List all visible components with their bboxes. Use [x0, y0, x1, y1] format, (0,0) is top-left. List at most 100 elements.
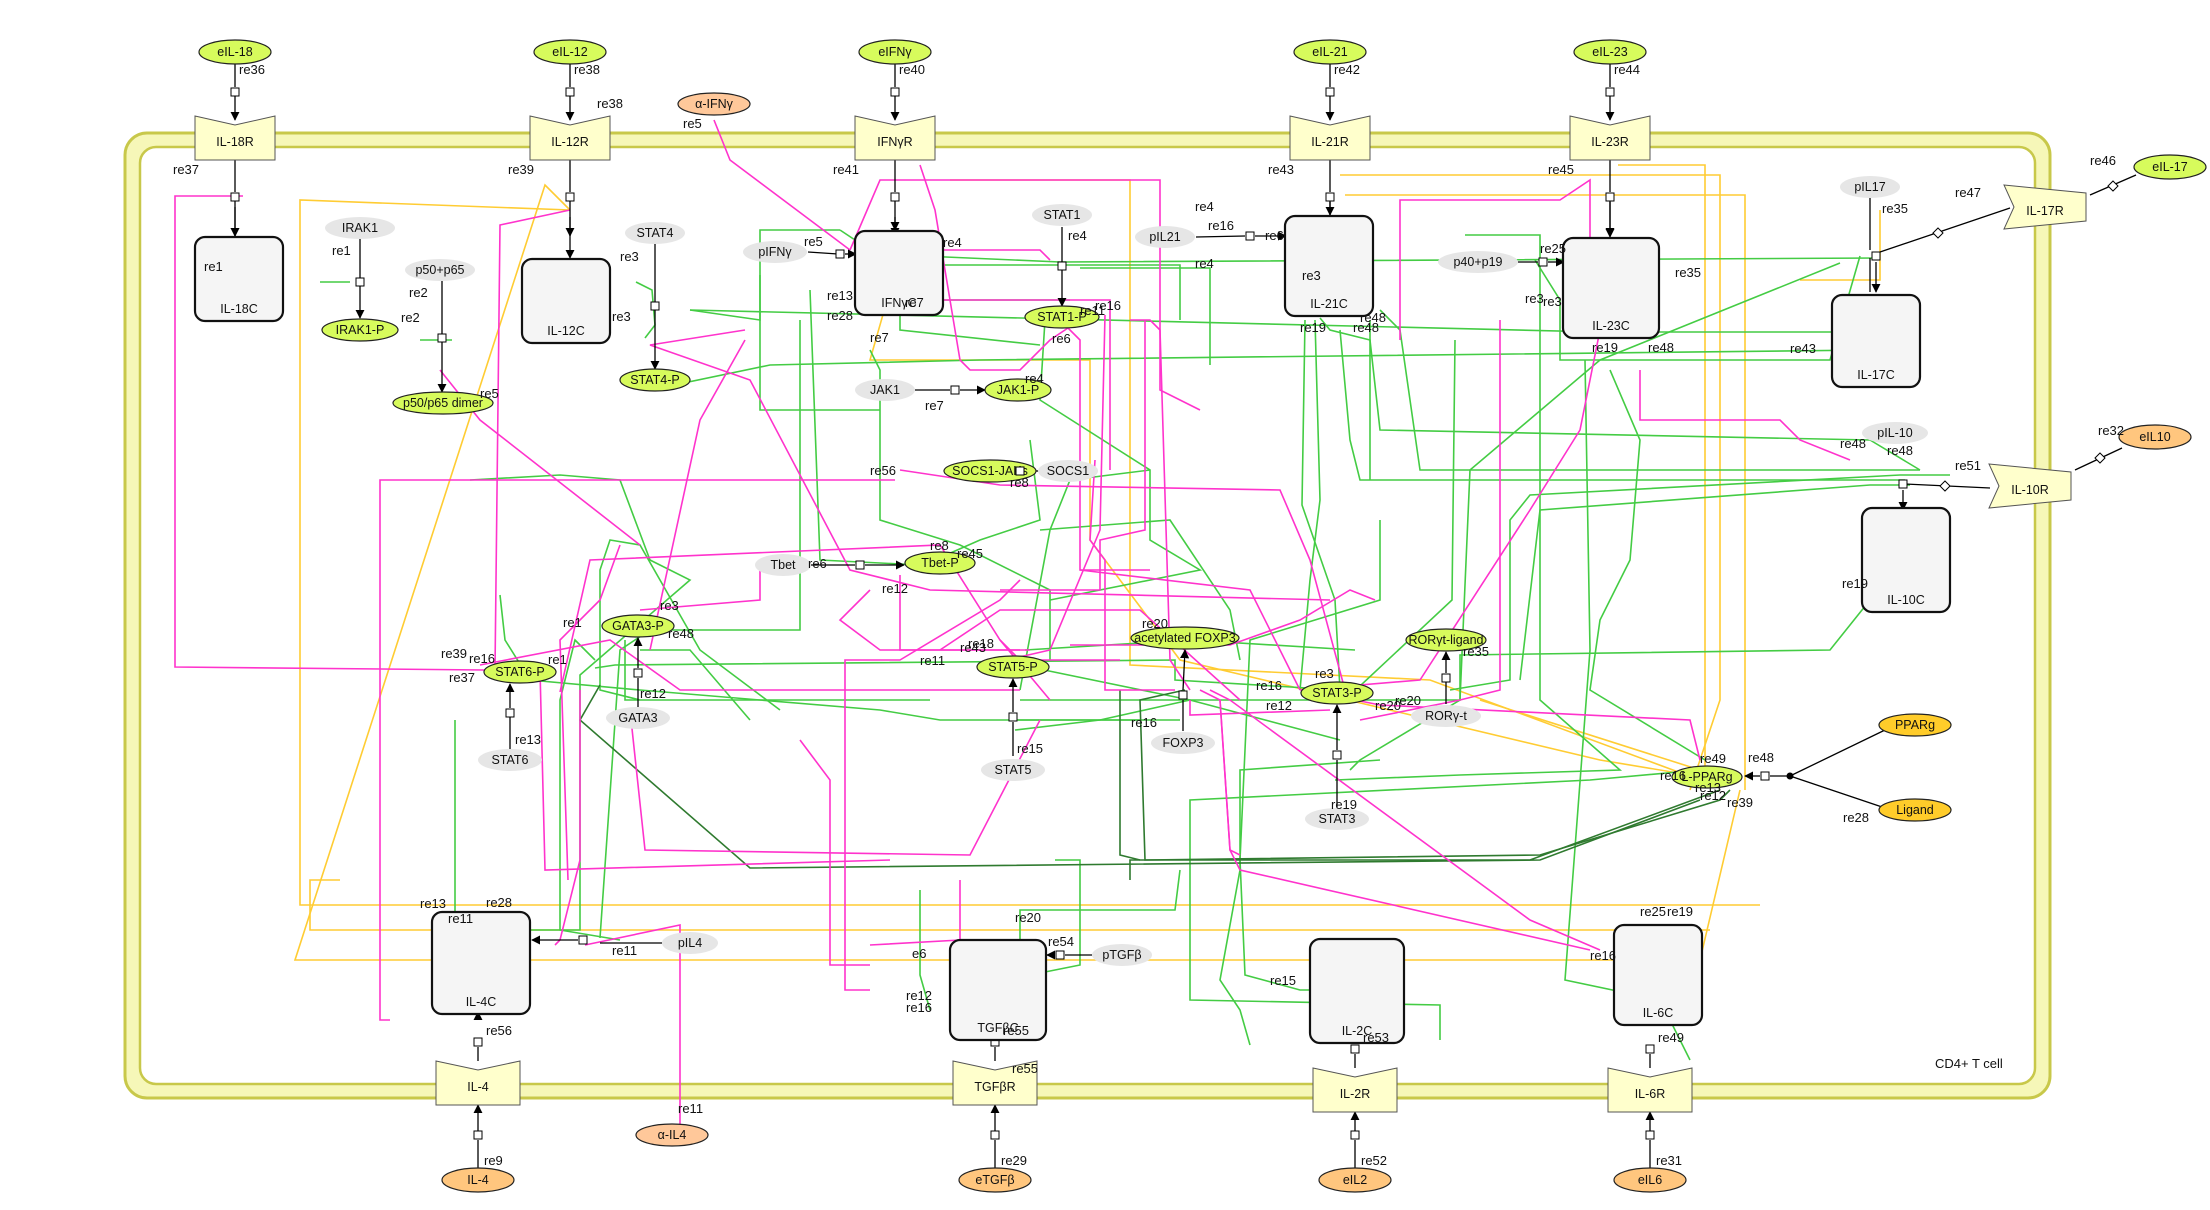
il-12r-receptor[interactable]: IL-12R — [529, 115, 611, 161]
il-17r-receptor[interactable]: IL-17R — [2003, 184, 2087, 230]
reaction-label: re3 — [660, 598, 679, 613]
tbet-species[interactable]: Tbet — [755, 554, 811, 576]
stat5-species[interactable]: STAT5 — [981, 759, 1045, 781]
reaction-label: re37 — [173, 162, 199, 177]
il-23c-complex[interactable]: IL-23C — [1561, 236, 1661, 340]
stat3-species[interactable]: STAT3 — [1305, 808, 1369, 830]
svg-text:pIL-10: pIL-10 — [1877, 426, 1912, 440]
tgfbc-complex[interactable]: TGFβC — [948, 938, 1048, 1042]
reaction-label: re7 — [925, 398, 944, 413]
svg-text:IL-12C: IL-12C — [547, 324, 585, 338]
eifn-ligand[interactable]: eIFNγ — [858, 39, 932, 65]
il-21c-complex[interactable]: IL-21C — [1283, 214, 1375, 318]
eil6-ext-ligand[interactable]: eIL6 — [1613, 1167, 1687, 1193]
svg-text:eIL-21: eIL-21 — [1312, 45, 1347, 59]
reaction-label: re16 — [1208, 218, 1234, 233]
il-4-receptor[interactable]: IL-4 — [435, 1060, 521, 1106]
irak1-species[interactable]: IRAK1 — [325, 217, 395, 239]
il-18c-complex[interactable]: IL-18C — [193, 235, 285, 323]
l-pparg-protein[interactable]: L-PPARg — [1671, 765, 1743, 789]
eil-12-ligand[interactable]: eIL-12 — [533, 39, 607, 65]
pifn-species[interactable]: pIFNγ — [743, 241, 807, 263]
gata3-species[interactable]: GATA3 — [606, 707, 670, 729]
il-23r-receptor[interactable]: IL-23R — [1569, 115, 1651, 161]
reaction-node — [950, 385, 960, 395]
reaction-label: re48 — [1840, 436, 1866, 451]
ifn-r-receptor[interactable]: IFNγR — [854, 115, 936, 161]
reaction-label: re54 — [1048, 934, 1074, 949]
eil-21-ligand[interactable]: eIL-21 — [1293, 39, 1367, 65]
eil10-ligand[interactable]: eIL10 — [2118, 424, 2192, 450]
svg-text:IL-6R: IL-6R — [1635, 1087, 1666, 1101]
svg-text:PPARg: PPARg — [1895, 718, 1935, 732]
irak1-p-protein[interactable]: IRAK1-P — [321, 318, 399, 342]
gata3-p-protein[interactable]: GATA3-P — [601, 614, 675, 638]
magenta-edges — [174, 119, 1851, 1135]
reaction-node — [505, 708, 515, 718]
socs1-species[interactable]: SOCS1 — [1038, 460, 1098, 482]
reaction-node — [1057, 261, 1067, 271]
acetylated-foxp3-protein[interactable]: acetylated FOXP3 — [1130, 626, 1240, 650]
p40-p19-species[interactable]: p40+p19 — [1438, 251, 1518, 273]
ror-t-ligand-protein[interactable]: RORγt-ligand — [1405, 628, 1487, 652]
socs1-jaks-protein[interactable]: SOCS1-JAKs — [943, 459, 1037, 483]
il-18r-receptor[interactable]: IL-18R — [194, 115, 276, 161]
il-2c-complex[interactable]: IL-2C — [1308, 937, 1406, 1045]
il-4-ext-ligand[interactable]: IL-4 — [441, 1167, 515, 1193]
ligand[interactable]: Ligand — [1878, 798, 1952, 822]
il-10r-receptor[interactable]: IL-10R — [1988, 463, 2072, 509]
p50-p65-dimer-protein[interactable]: p50/p65 dimer — [392, 391, 494, 415]
il-17c-complex[interactable]: IL-17C — [1830, 293, 1922, 389]
eil2-ext-ligand[interactable]: eIL2 — [1318, 1167, 1392, 1193]
reaction-node — [355, 277, 365, 287]
reaction-node — [650, 301, 660, 311]
eil-23-ligand[interactable]: eIL-23 — [1573, 39, 1647, 65]
pparg[interactable]: PPARg — [1878, 713, 1952, 737]
stat5-p-protein[interactable]: STAT5-P — [976, 655, 1050, 679]
il-6r-receptor[interactable]: IL-6R — [1607, 1067, 1693, 1113]
stat6-p-protein[interactable]: STAT6-P — [483, 660, 557, 684]
foxp3-species[interactable]: FOXP3 — [1151, 732, 1215, 754]
svg-text:eTGFβ: eTGFβ — [975, 1173, 1014, 1187]
svg-text:L-PPARg: L-PPARg — [1681, 770, 1732, 784]
ifngc-complex[interactable]: IFNγC — [853, 229, 945, 317]
svg-text:STAT1: STAT1 — [1043, 208, 1080, 222]
reaction-node — [437, 333, 447, 343]
reaction-label: re48 — [1648, 340, 1674, 355]
il-10c-complex[interactable]: IL-10C — [1860, 506, 1952, 614]
reaction-label: re48 — [1748, 750, 1774, 765]
stat4-species[interactable]: STAT4 — [625, 222, 685, 244]
stat4-p-protein[interactable]: STAT4-P — [619, 368, 691, 392]
il-21r-receptor[interactable]: IL-21R — [1289, 115, 1371, 161]
tbet-p-protein[interactable]: Tbet-P — [904, 551, 976, 575]
etgfb-ext-ligand[interactable]: eTGFβ — [958, 1167, 1032, 1193]
il-4c-complex[interactable]: IL-4C — [430, 910, 532, 1016]
svg-text:STAT1-P: STAT1-P — [1037, 310, 1087, 324]
il-12c-complex[interactable]: IL-12C — [520, 257, 612, 345]
reaction-node — [835, 249, 845, 259]
il-6c-complex[interactable]: IL-6C — [1612, 923, 1704, 1027]
reaction-label: re1 — [204, 259, 223, 274]
reaction-label: re43 — [1790, 341, 1816, 356]
stat1-species[interactable]: STAT1 — [1032, 204, 1092, 226]
pil4-species[interactable]: pIL4 — [662, 932, 718, 954]
stat6-species[interactable]: STAT6 — [478, 749, 542, 771]
stat3-p-protein[interactable]: STAT3-P — [1300, 681, 1374, 705]
jak1-species[interactable]: JAK1 — [855, 379, 915, 401]
il-2r-receptor[interactable]: IL-2R — [1312, 1067, 1398, 1113]
ptgf-species[interactable]: pTGFβ — [1092, 944, 1152, 966]
tgf-r-receptor[interactable]: TGFβR — [952, 1060, 1038, 1106]
alpha-ifng-antibody[interactable]: α-IFNγ — [677, 92, 751, 116]
pil21-species[interactable]: pIL21 — [1135, 226, 1195, 248]
ror-t-species[interactable]: RORγ-t — [1411, 705, 1481, 727]
p50-p65-species[interactable]: p50+p65 — [405, 259, 475, 281]
eil-17-ligand[interactable]: eIL-17 — [2133, 154, 2207, 180]
pil-10-species[interactable]: pIL-10 — [1862, 422, 1928, 444]
alpha-il4-antibody[interactable]: α-IL4 — [635, 1123, 709, 1147]
eil-18-ligand[interactable]: eIL-18 — [198, 39, 272, 65]
pil17-species[interactable]: pIL17 — [1840, 176, 1900, 198]
jak1-p-protein[interactable]: JAK1-P — [984, 378, 1052, 402]
reaction-label: re3 — [1525, 291, 1544, 306]
svg-text:IL-18C: IL-18C — [220, 302, 258, 316]
stat1-p-protein[interactable]: STAT1-P — [1024, 305, 1100, 329]
